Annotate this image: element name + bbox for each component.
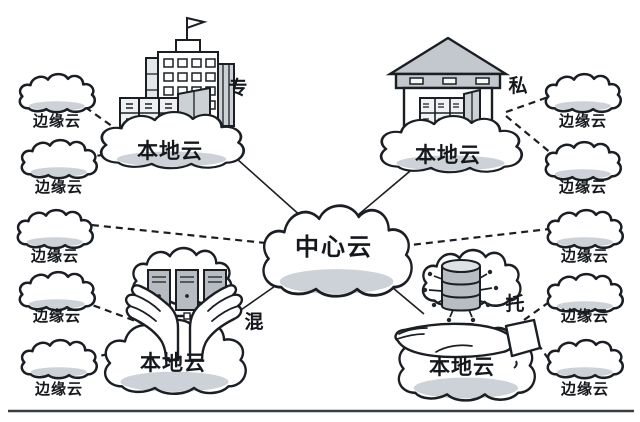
edge-cloud-right-1: 边缘云 bbox=[544, 72, 623, 130]
tag-hosted: 托 bbox=[505, 293, 524, 315]
local-cloud-top-right-label: 本地云 bbox=[415, 143, 481, 167]
edge-cloud-left-1: 边缘云 bbox=[18, 72, 97, 130]
edge-cloud-left-3: 边缘云 bbox=[16, 208, 95, 265]
tag-hybrid: 混 bbox=[244, 311, 263, 333]
edge-cloud-right-4-label: 边缘云 bbox=[560, 307, 609, 325]
tag-dedicated: 专 bbox=[228, 76, 247, 99]
center-cloud: 中心云 bbox=[262, 204, 414, 298]
hand-hosting-database-icon bbox=[421, 248, 522, 323]
local-cloud-bottom-left: 本地云 bbox=[103, 284, 247, 396]
local-cloud-top-right: 本地云 bbox=[379, 114, 524, 174]
edge-cloud-left-5-label: 边缘云 bbox=[34, 380, 83, 398]
edge-cloud-left-3-label: 边缘云 bbox=[30, 247, 79, 265]
edge-cloud-right-3-label: 边缘云 bbox=[560, 247, 609, 265]
cupped-hands bbox=[124, 284, 244, 362]
tag-private: 私 bbox=[508, 75, 527, 97]
edge-cloud-right-5: 边缘云 bbox=[546, 338, 625, 398]
link-center-edgeleft3 bbox=[71, 221, 267, 245]
edge-cloud-left-1-label: 边缘云 bbox=[32, 112, 81, 130]
edge-cloud-right-2: 边缘云 bbox=[544, 140, 623, 196]
edge-cloud-left-4-label: 边缘云 bbox=[32, 307, 81, 325]
edge-cloud-right-4: 边缘云 bbox=[546, 272, 625, 325]
link-center-edgeright3 bbox=[401, 226, 559, 248]
center-cloud-label: 中心云 bbox=[295, 233, 373, 261]
local-cloud-bottom-right-label: 本地云 bbox=[429, 355, 495, 379]
edge-cloud-left-2-label: 边缘云 bbox=[34, 178, 83, 196]
local-cloud-bottom-right: 本地云 bbox=[394, 318, 542, 402]
edge-cloud-right-5-label: 边缘云 bbox=[560, 380, 609, 398]
edge-cloud-right-3: 边缘云 bbox=[546, 208, 625, 265]
edge-cloud-left-4: 边缘云 bbox=[18, 270, 97, 325]
edge-cloud-left-2: 边缘云 bbox=[20, 138, 99, 196]
local-cloud-top-left-label: 本地云 bbox=[137, 139, 203, 163]
local-cloud-bottom-left-label: 本地云 bbox=[140, 351, 206, 375]
edge-cloud-right-1-label: 边缘云 bbox=[558, 112, 607, 130]
local-cloud-top-left: 本地云 bbox=[99, 110, 246, 170]
open-hand bbox=[394, 318, 542, 369]
edge-cloud-right-2-label: 边缘云 bbox=[558, 178, 607, 196]
edge-cloud-left-5: 边缘云 bbox=[20, 338, 99, 398]
